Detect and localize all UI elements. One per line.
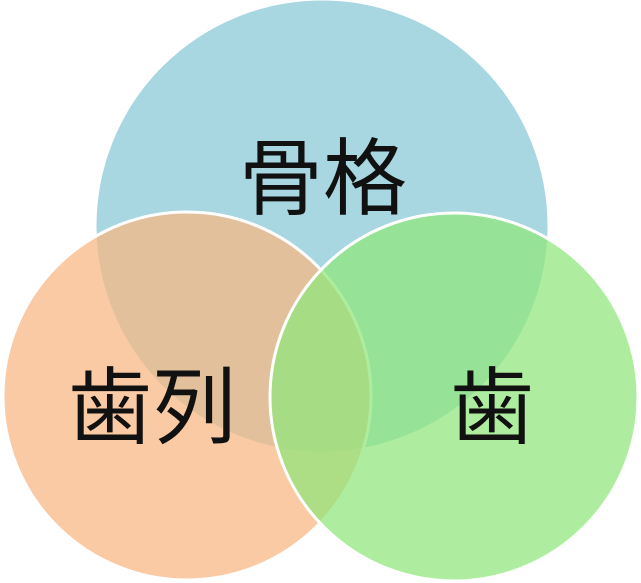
venn-circle-right [268,211,640,583]
venn-label-left: 歯列 [68,359,236,457]
venn-label-top: 骨格 [239,130,407,228]
venn-label-right: 歯 [450,359,534,457]
